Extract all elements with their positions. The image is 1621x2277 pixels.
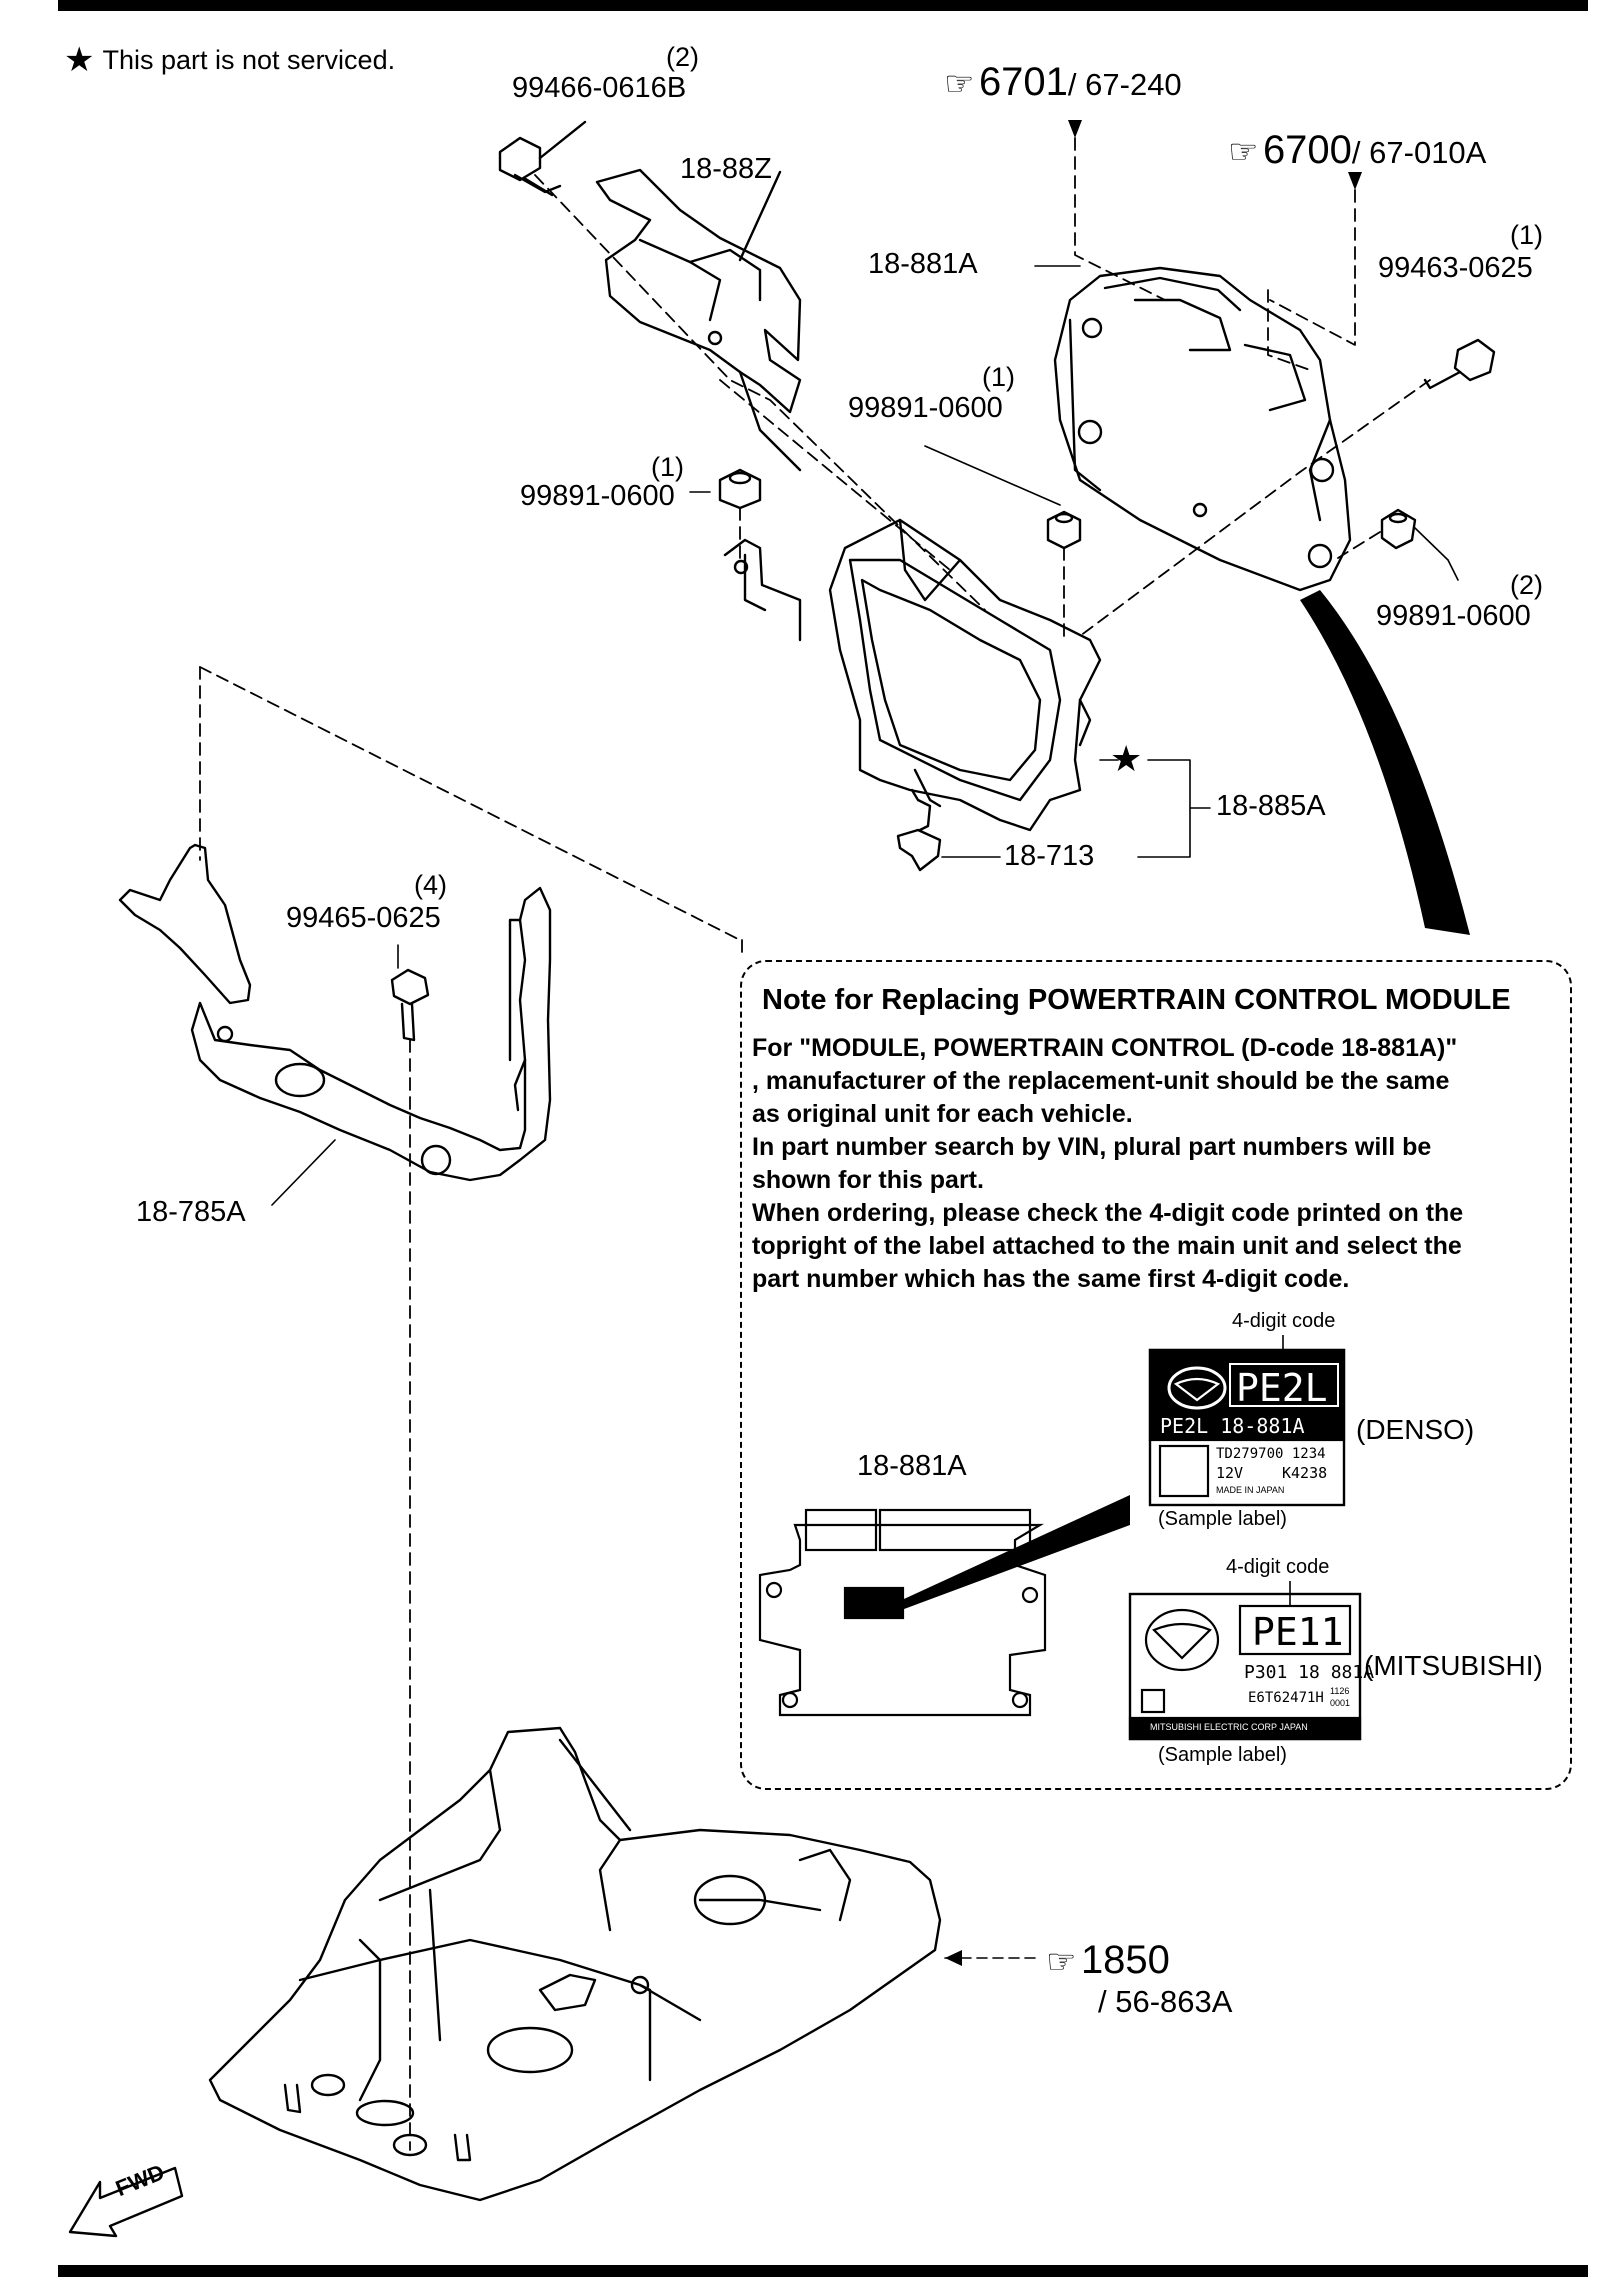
ref-6701-main: 6701 [978, 60, 1068, 104]
nut-left-drawing [718, 468, 762, 510]
bottom-border [58, 2265, 1588, 2277]
unit-outline-drawing [758, 1508, 1047, 1717]
note-line: For "MODULE, POWERTRAIN CONTROL (D-code … [752, 1034, 1458, 1062]
nut-left-number[interactable]: 99891-0600 [520, 480, 675, 512]
note-title: Note for Replacing POWERTRAIN CONTROL MO… [762, 984, 1511, 1016]
clip-number[interactable]: 18-713 [1004, 840, 1095, 872]
ref-1850-main: 1850 [1080, 1938, 1170, 1982]
denso-brand: (DENSO) [1356, 1414, 1475, 1445]
nut-center-qty: (1) [982, 362, 1015, 392]
bolt-right-qty: (1) [1510, 220, 1543, 250]
bracket-lower-number[interactable]: 18-785A [136, 1196, 246, 1228]
bracket-top-drawing [595, 168, 802, 472]
note-line: In part number search by VIN, plural par… [752, 1133, 1432, 1161]
mitsubishi-caption-top: 4-digit code [1226, 1556, 1330, 1578]
pointing-hand-icon: ☞ [1228, 132, 1259, 172]
bolt-top-number[interactable]: 99466-0616B [512, 72, 687, 104]
mitsubishi-label-drawing [1128, 1592, 1362, 1741]
denso-line4b: K4238 [1282, 1464, 1328, 1482]
pointing-hand-icon: ☞ [1046, 1942, 1077, 1982]
ref-6701[interactable]: ☞ 6701/ 67-240 [944, 60, 1182, 105]
denso-line2: PE2L 18-881A [1160, 1414, 1305, 1438]
ref-6700-sub: / 67-010A [1351, 135, 1487, 170]
nut-left-qty: (1) [651, 452, 684, 482]
nut-right-number[interactable]: 99891-0600 [1376, 600, 1531, 632]
pcm-case-drawing [723, 518, 1102, 832]
nut-right-qty: (2) [1510, 570, 1543, 600]
unit-label: 18-881A [857, 1450, 967, 1482]
note-line: as original unit for each vehicle. [752, 1100, 1133, 1128]
nut-center-number[interactable]: 99891-0600 [848, 392, 1003, 424]
mitsubishi-line4: MITSUBISHI ELECTRIC CORP JAPAN [1150, 1722, 1308, 1732]
bracket-lower-drawing [118, 843, 552, 1182]
bolt-top-qty: (2) [666, 42, 699, 72]
clip-drawing [896, 788, 942, 872]
ref-6700-main: 6700 [1262, 128, 1352, 172]
bolt-bracket-number[interactable]: 99465-0625 [286, 902, 441, 934]
bolt-bracket-drawing [390, 968, 430, 1042]
note-line: , manufacturer of the replacement-unit s… [752, 1067, 1450, 1095]
bolt-top-drawing [498, 136, 562, 197]
mitsubishi-code: PE11 [1252, 1610, 1344, 1654]
denso-line4a: 12V [1216, 1464, 1244, 1482]
bolt-bracket-qty: (4) [414, 870, 447, 900]
note-body: For "MODULE, POWERTRAIN CONTROL (D-code … [752, 1032, 1562, 1296]
case-star-icon: ★ [1110, 738, 1143, 779]
bracket-top-number[interactable]: 18-88Z [680, 153, 772, 185]
case-number[interactable]: 18-885A [1216, 790, 1326, 822]
mitsubishi-line3b: 1126 [1330, 1686, 1350, 1696]
denso-caption-top: 4-digit code [1232, 1310, 1336, 1332]
ref-1850-sub: / 56-863A [1098, 1984, 1233, 2019]
denso-label-drawing [1148, 1348, 1346, 1507]
nut-center-drawing [1046, 510, 1082, 550]
mitsubishi-caption-bottom: (Sample label) [1158, 1744, 1287, 1766]
legend-text: This part is not serviced. [102, 45, 396, 75]
mitsubishi-line2: P301 18 881A [1244, 1662, 1375, 1683]
pcm-number[interactable]: 18-881A [868, 248, 978, 280]
ref-1850[interactable]: ☞ 1850 [1046, 1938, 1170, 1983]
note-line: shown for this part. [752, 1166, 984, 1194]
bolt-right-number[interactable]: 99463-0625 [1378, 252, 1533, 284]
denso-line3: TD279700 1234 [1216, 1446, 1326, 1462]
battery-tray-drawing [208, 1726, 942, 2202]
legend-note: ★This part is not serviced. [64, 38, 396, 79]
note-line: part number which has the same first 4-d… [752, 1265, 1350, 1293]
note-line: When ordering, please check the 4-digit … [752, 1199, 1464, 1227]
denso-code: PE2L [1236, 1366, 1328, 1410]
bolt-right-drawing [1423, 338, 1496, 390]
top-border [58, 0, 1588, 11]
mitsubishi-line3c: 0001 [1330, 1698, 1351, 1708]
fwd-arrow-drawing [68, 2166, 184, 2238]
star-icon: ★ [64, 41, 95, 79]
mitsubishi-brand: (MITSUBISHI) [1364, 1650, 1543, 1681]
ref-6701-sub: / 67-240 [1067, 67, 1182, 102]
pcm-module-drawing [1053, 266, 1352, 592]
pointing-hand-icon: ☞ [944, 64, 975, 104]
replacement-note-box [740, 960, 1572, 1790]
denso-line5: MADE IN JAPAN [1216, 1485, 1285, 1495]
ref-6700[interactable]: ☞ 6700/ 67-010A [1228, 128, 1486, 173]
mitsubishi-line3: E6T62471H [1248, 1690, 1324, 1706]
note-line: topright of the label attached to the ma… [752, 1232, 1462, 1260]
nut-right-drawing [1380, 508, 1417, 550]
denso-caption-bottom: (Sample label) [1158, 1508, 1287, 1530]
